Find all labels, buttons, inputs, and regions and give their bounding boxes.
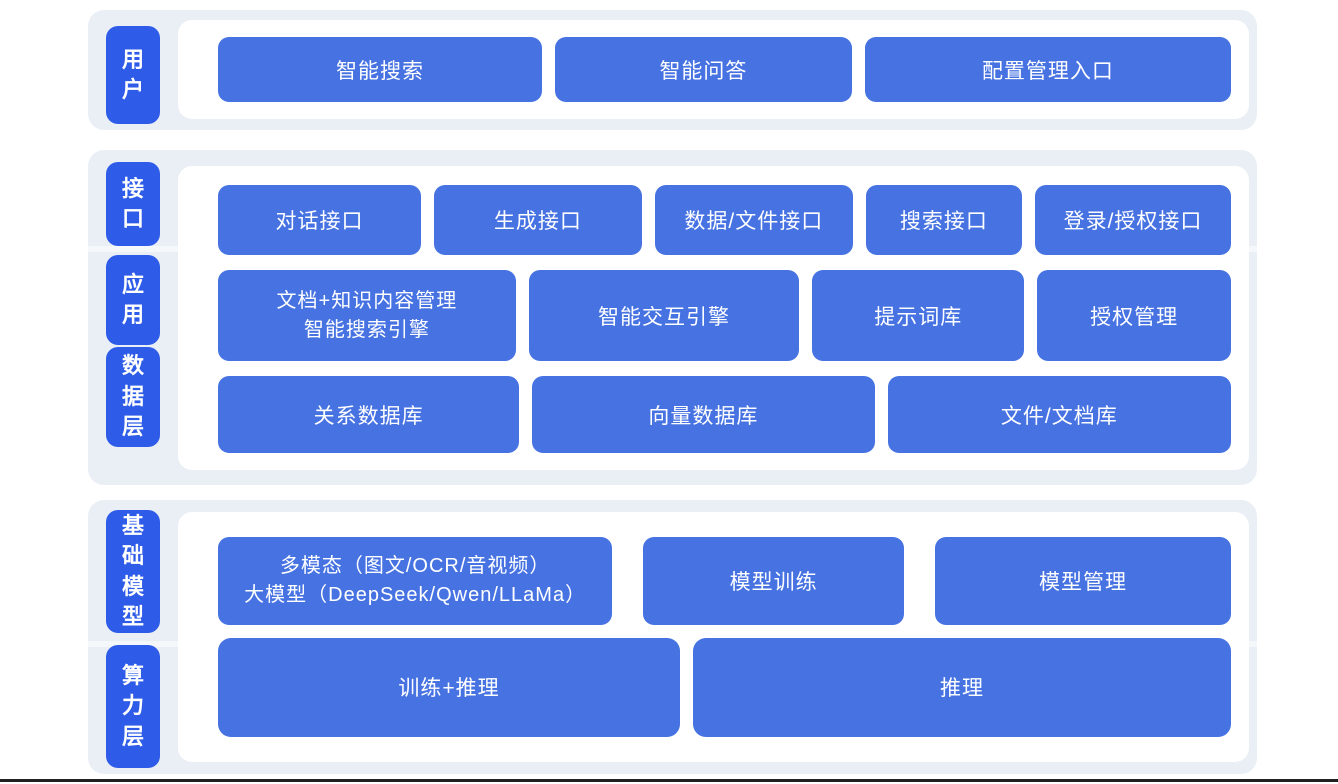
- block-smart-qa-label: 智能问答: [659, 59, 748, 83]
- block-smart-search-label: 智能搜索: [335, 59, 424, 83]
- foundation-model-row: 多模态（图文/OCR/音视频） 大模型（DeepSeek/Qwen/LLaMa）…: [218, 537, 1232, 625]
- layer-label-user: 用户: [106, 26, 160, 124]
- block-config-entry: 配置管理入口: [864, 37, 1231, 102]
- data-layer-row: 关系数据库 向量数据库 文件/文档库: [218, 376, 1231, 453]
- block-model-management: 模型管理: [935, 537, 1232, 625]
- block-interaction-engine: 智能交互引擎: [528, 270, 800, 361]
- block-dialog-api: 对话接口: [218, 185, 421, 255]
- layer-label-data-layer: 数据层: [106, 347, 160, 447]
- block-interaction-engine-label: 智能交互引擎: [598, 305, 730, 329]
- block-file-doc-store: 文件/文档库: [887, 376, 1231, 453]
- layer-label-interface: 接口: [106, 162, 160, 246]
- block-search-api: 搜索接口: [865, 185, 1023, 255]
- block-vector-db: 向量数据库: [532, 376, 875, 453]
- bottom-layers-panel: 多模态（图文/OCR/音视频） 大模型（DeepSeek/Qwen/LLaMa）…: [178, 512, 1249, 762]
- block-dialog-api-label: 对话接口: [275, 210, 364, 233]
- middle-layers-band: 接口 应用 数据层 对话接口 生成接口 数据/文件接口 搜索接口: [88, 150, 1257, 485]
- block-model-training-label: 模型训练: [729, 570, 818, 594]
- block-login-auth-api: 登录/授权接口: [1035, 185, 1231, 255]
- user-layer-row: 智能搜索 智能问答 配置管理入口: [218, 37, 1231, 102]
- user-layer-band: 用户 智能搜索 智能问答 配置管理入口: [88, 10, 1257, 130]
- block-prompt-library-label: 提示词库: [874, 305, 963, 329]
- application-layer-row: 文档+知识内容管理 智能搜索引擎 智能交互引擎 提示词库 授权管理: [218, 270, 1231, 361]
- block-data-file-api-label: 数据/文件接口: [684, 210, 824, 233]
- block-config-entry-label: 配置管理入口: [981, 59, 1114, 83]
- layer-label-application: 应用: [106, 255, 160, 345]
- block-search-api-label: 搜索接口: [899, 210, 988, 233]
- interface-layer-row: 对话接口 生成接口 数据/文件接口 搜索接口 登录/授权接口: [218, 185, 1231, 255]
- block-model-management-label: 模型管理: [1039, 570, 1128, 594]
- middle-layers-panel: 对话接口 生成接口 数据/文件接口 搜索接口 登录/授权接口 文档+知识内容管: [178, 166, 1249, 470]
- compute-layer-row: 训练+推理 推理: [218, 637, 1231, 737]
- block-doc-knowledge-line2: 智能搜索引擎: [303, 318, 430, 341]
- block-relational-db-label: 关系数据库: [313, 404, 424, 428]
- block-multimodal-llm-line2: 大模型（DeepSeek/Qwen/LLaMa）: [244, 583, 587, 606]
- block-login-auth-api-label: 登录/授权接口: [1063, 210, 1203, 233]
- block-vector-db-label: 向量数据库: [648, 404, 759, 428]
- block-doc-knowledge-search-engine: 文档+知识内容管理 智能搜索引擎: [218, 270, 516, 361]
- block-inference: 推理: [693, 637, 1231, 737]
- block-doc-knowledge-line1: 文档+知识内容管理: [276, 289, 458, 312]
- block-multimodal-llm: 多模态（图文/OCR/音视频） 大模型（DeepSeek/Qwen/LLaMa）: [218, 537, 613, 625]
- block-multimodal-llm-line1: 多模态（图文/OCR/音视频）: [279, 554, 551, 577]
- bottom-border-line: [0, 779, 1338, 782]
- block-model-training: 模型训练: [643, 537, 905, 625]
- layer-label-compute-layer: 算力层: [106, 645, 160, 768]
- block-smart-search: 智能搜索: [218, 37, 542, 102]
- block-training-inference-label: 训练+推理: [398, 677, 500, 701]
- block-generation-api: 生成接口: [433, 185, 642, 255]
- block-file-doc-store-label: 文件/文档库: [1000, 404, 1118, 428]
- layer-label-foundation-model: 基础模型: [106, 510, 160, 633]
- block-training-inference: 训练+推理: [218, 637, 680, 737]
- user-layer-panel: 智能搜索 智能问答 配置管理入口: [178, 20, 1249, 119]
- block-generation-api-label: 生成接口: [493, 210, 582, 233]
- block-auth-management: 授权管理: [1037, 270, 1231, 361]
- block-relational-db: 关系数据库: [218, 376, 520, 453]
- block-smart-qa: 智能问答: [554, 37, 852, 102]
- block-data-file-api: 数据/文件接口: [654, 185, 853, 255]
- block-prompt-library: 提示词库: [812, 270, 1025, 361]
- bottom-layers-band: 基础模型 算力层 多模态（图文/OCR/音视频） 大模型（DeepSeek/Qw…: [88, 500, 1257, 774]
- block-inference-label: 推理: [940, 677, 984, 701]
- block-auth-management-label: 授权管理: [1090, 305, 1179, 329]
